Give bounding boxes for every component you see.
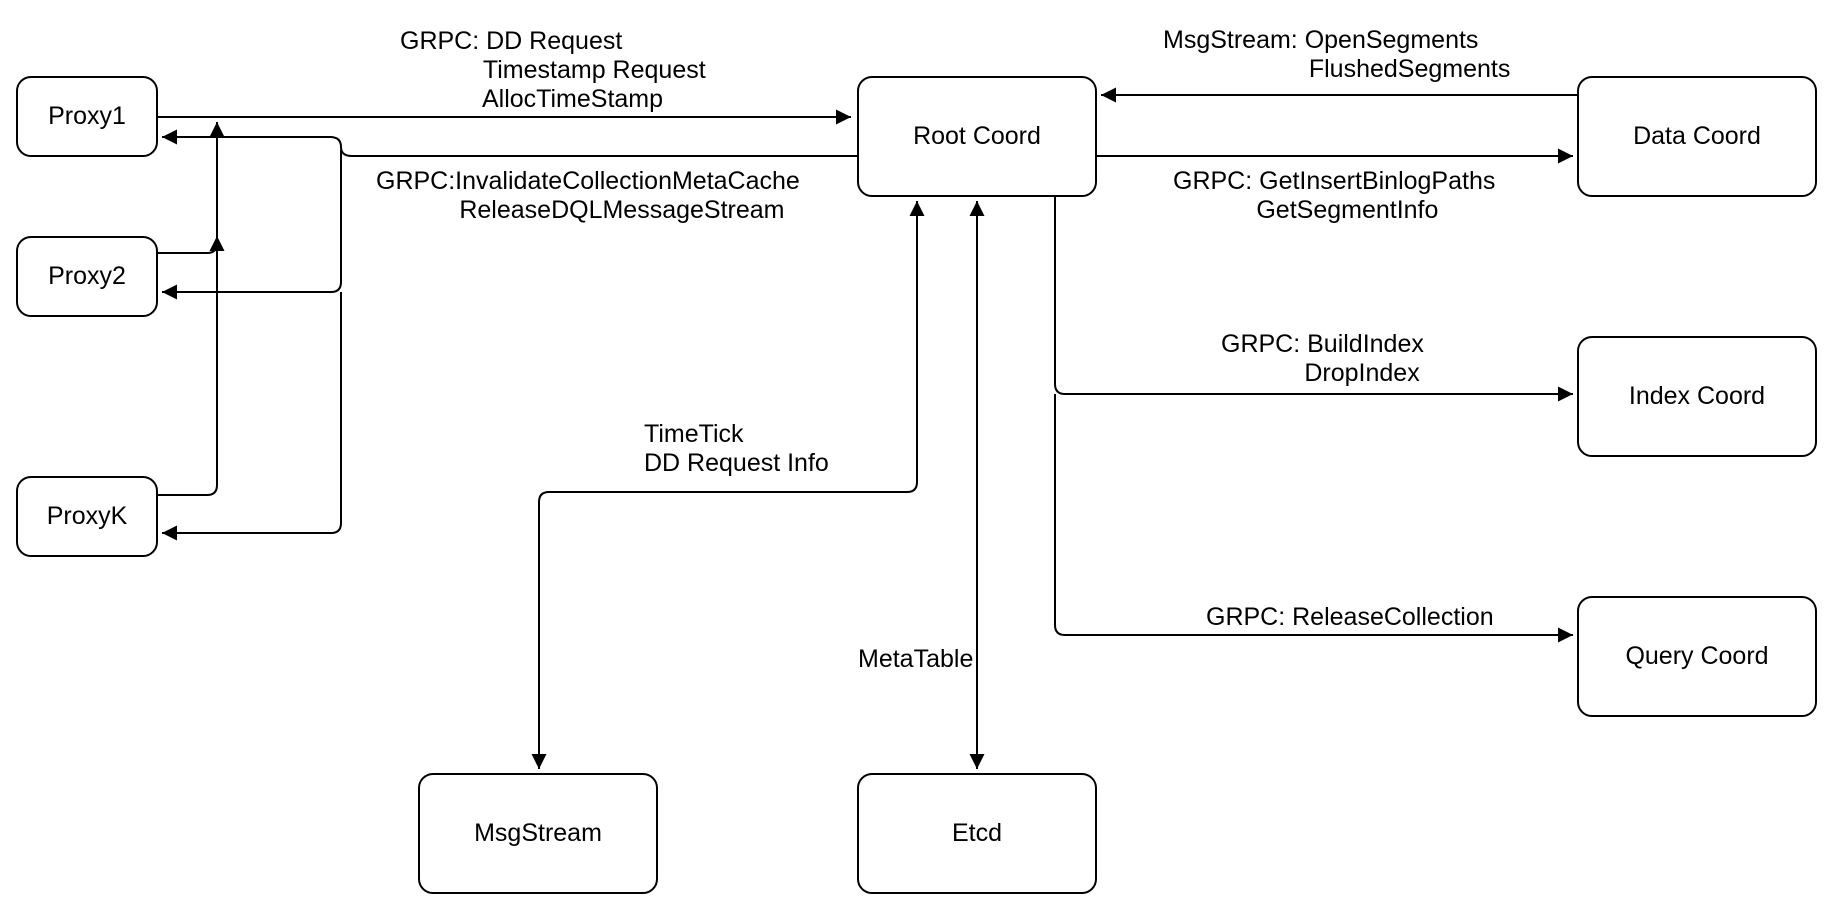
node-query-coord: Query Coord <box>1577 596 1817 717</box>
edge-label-datacoord-to-rootcoord: MsgStream: OpenSegments FlushedSegments <box>1163 26 1511 83</box>
edge-label-rootcoord-to-etcd: MetaTable <box>858 645 974 673</box>
node-query-coord-label: Query Coord <box>1625 642 1769 670</box>
node-etcd: Etcd <box>857 773 1097 894</box>
edge-label-rootcoord-to-msgstream: TimeTick DD Request Info <box>644 420 829 477</box>
node-index-coord-label: Index Coord <box>1628 382 1766 410</box>
edge-label-rootcoord-to-indexcoord: GRPC: BuildIndex DropIndex <box>1221 330 1424 387</box>
node-proxy1: Proxy1 <box>16 76 158 157</box>
node-root-coord: Root Coord <box>857 76 1097 197</box>
node-proxy2-label: Proxy2 <box>48 262 126 290</box>
edge-rootcoord-msgstream <box>531 201 925 769</box>
node-data-coord: Data Coord <box>1577 76 1817 197</box>
edge-proxy2-merge <box>158 236 225 254</box>
edge-label-rootcoord-to-datacoord: GRPC: GetInsertBinlogPaths GetSegmentInf… <box>1173 167 1496 224</box>
edge-rootcoord-to-proxyk <box>162 292 342 541</box>
node-proxyk-label: ProxyK <box>46 502 128 530</box>
node-index-coord: Index Coord <box>1577 336 1817 457</box>
edge-rootcoord-to-indexcoord <box>1054 197 1573 402</box>
node-proxy1-label: Proxy1 <box>48 102 126 130</box>
node-etcd-label: Etcd <box>951 819 1003 847</box>
edge-proxyk-merge <box>158 122 225 496</box>
edge-label-rootcoord-to-proxies: GRPC:InvalidateCollectionMetaCache Relea… <box>376 167 800 224</box>
edge-rootcoord-to-proxy2 <box>162 150 342 300</box>
node-proxy2: Proxy2 <box>16 236 158 317</box>
node-root-coord-label: Root Coord <box>913 122 1041 150</box>
node-msgstream: MsgStream <box>418 773 658 894</box>
node-msgstream-label: MsgStream <box>474 819 602 847</box>
edge-rootcoord-to-querycoord <box>1054 394 1573 643</box>
node-proxyk: ProxyK <box>16 476 158 557</box>
edge-label-proxies-to-rootcoord: GRPC: DD Request Timestamp Request Alloc… <box>400 27 706 113</box>
edge-rootcoord-to-proxy1 <box>162 129 857 157</box>
node-data-coord-label: Data Coord <box>1633 122 1761 150</box>
edge-label-rootcoord-to-querycoord: GRPC: ReleaseCollection <box>1206 603 1494 631</box>
